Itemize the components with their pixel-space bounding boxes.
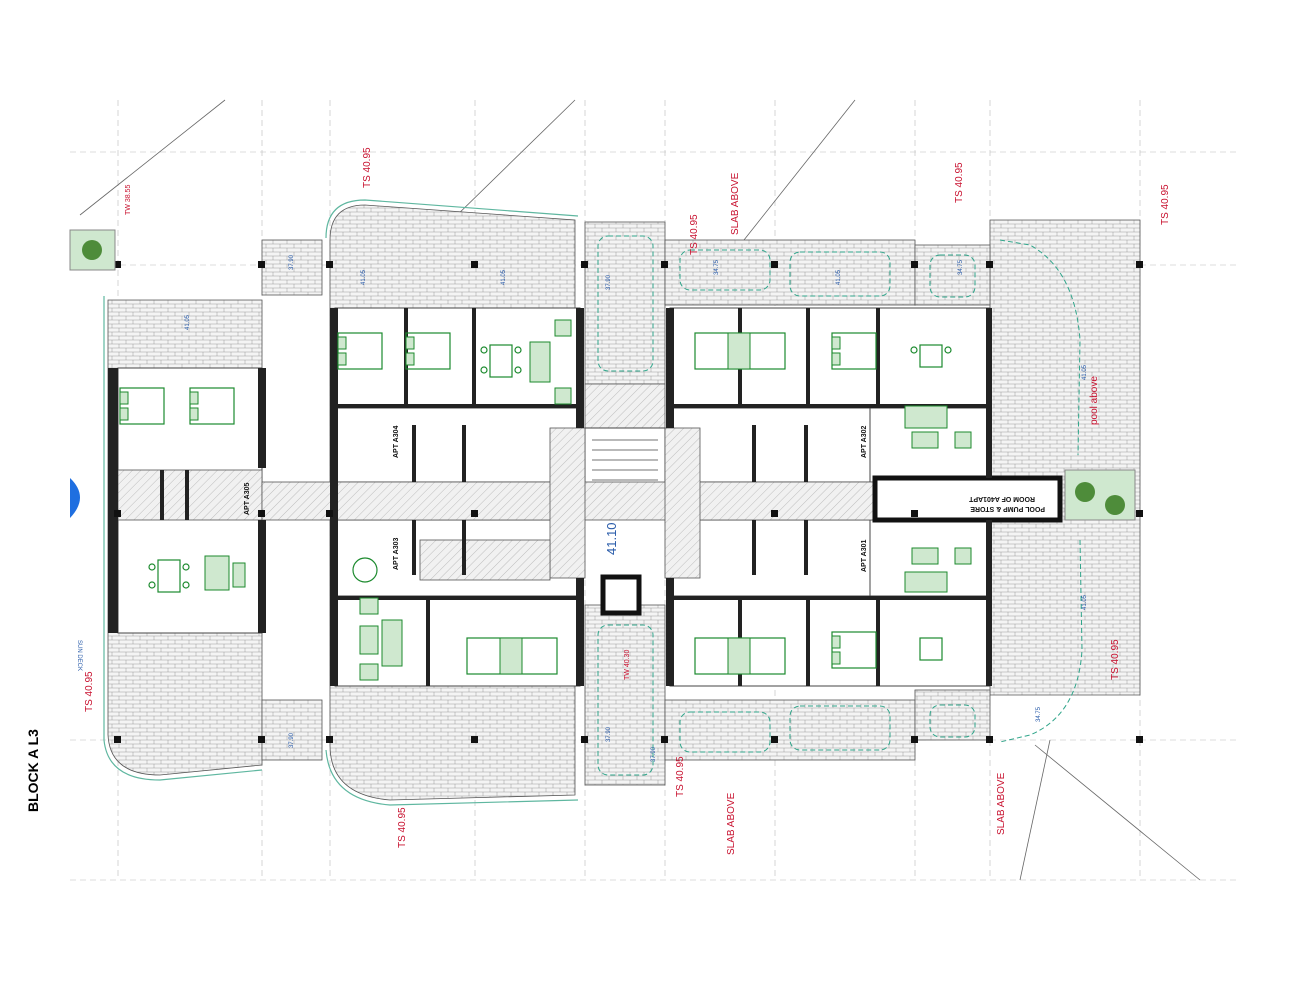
interior-rooms bbox=[117, 307, 1063, 687]
plant-right-icon bbox=[1064, 469, 1136, 521]
apt-label-a304: APT A304 bbox=[393, 425, 400, 458]
ts-annotations: TS 40.95 TS 40.95 TS 40.95 TS 40.95 TS 4… bbox=[84, 147, 1171, 855]
slab-label-1: SLAB ABOVE bbox=[730, 172, 741, 235]
level-2: 37.90 bbox=[606, 274, 612, 290]
level-4: 37.90 bbox=[289, 732, 295, 748]
level-10: 41.05 bbox=[1082, 364, 1088, 380]
ts-label-5: TS 40.95 bbox=[84, 671, 95, 712]
level-13: 34.75 bbox=[958, 259, 964, 275]
ts-label-4: TS 40.95 bbox=[1160, 184, 1171, 225]
ts-label-3: TS 40.95 bbox=[954, 162, 965, 203]
level-9: 41.05 bbox=[836, 269, 842, 285]
apartment-labels: APT A305 APT A304 APT A303 APT A302 APT … bbox=[244, 425, 1045, 572]
apt-label-a303: APT A303 bbox=[393, 537, 400, 570]
pool-edge-icon bbox=[70, 478, 80, 518]
columns bbox=[114, 261, 1143, 743]
level-7: 41.05 bbox=[361, 269, 367, 285]
ts-label-7: TS 40.95 bbox=[675, 756, 686, 797]
ts-label-6: TS 40.95 bbox=[397, 807, 408, 848]
ts-label-2: TS 40.95 bbox=[689, 214, 700, 255]
drawing-title: BLOCK A L3 bbox=[25, 729, 41, 812]
level-12: 34.75 bbox=[714, 259, 720, 275]
level-8: 41.05 bbox=[501, 269, 507, 285]
pump-room-label-1: POOL PUMP & STORE bbox=[970, 505, 1045, 512]
site-lines bbox=[79, 99, 1201, 881]
level-11: 41.05 bbox=[1082, 594, 1088, 610]
tw-label-1: TW 38.55 bbox=[125, 185, 132, 215]
level-6: 41.05 bbox=[185, 314, 191, 330]
level-annotations: 41.10 SUN DECK 37.90 37.90 37.90 37.90 3… bbox=[76, 254, 1088, 762]
ts-label-1: TS 40.95 bbox=[362, 147, 373, 188]
slab-label-3: SLAB ABOVE bbox=[996, 772, 1007, 835]
ts-label-8: TS 40.95 bbox=[1110, 639, 1121, 680]
apt-label-a305: APT A305 bbox=[244, 482, 251, 515]
core-level-label: 41.10 bbox=[604, 522, 619, 555]
center-right-wing bbox=[664, 239, 916, 761]
building-outline bbox=[103, 199, 579, 806]
plant-left-icon bbox=[69, 229, 116, 271]
level-1: 37.90 bbox=[289, 254, 295, 270]
sun-deck-label: SUN DECK bbox=[76, 640, 82, 671]
pool-label: pool above bbox=[1089, 376, 1100, 425]
apt-label-a302: APT A302 bbox=[861, 425, 868, 458]
apt-label-a301: APT A301 bbox=[861, 539, 868, 572]
slab-label-2: SLAB ABOVE bbox=[726, 792, 737, 855]
level-14: 34.75 bbox=[1036, 706, 1042, 722]
pump-room-label-2: ROOM OF A401APT bbox=[968, 495, 1035, 502]
furniture bbox=[119, 319, 972, 681]
level-3: 37.90 bbox=[606, 726, 612, 742]
level-5: 37.90 bbox=[651, 746, 657, 762]
right-wing bbox=[914, 219, 1141, 743]
tw-label-2: TW 40.30 bbox=[624, 650, 631, 680]
